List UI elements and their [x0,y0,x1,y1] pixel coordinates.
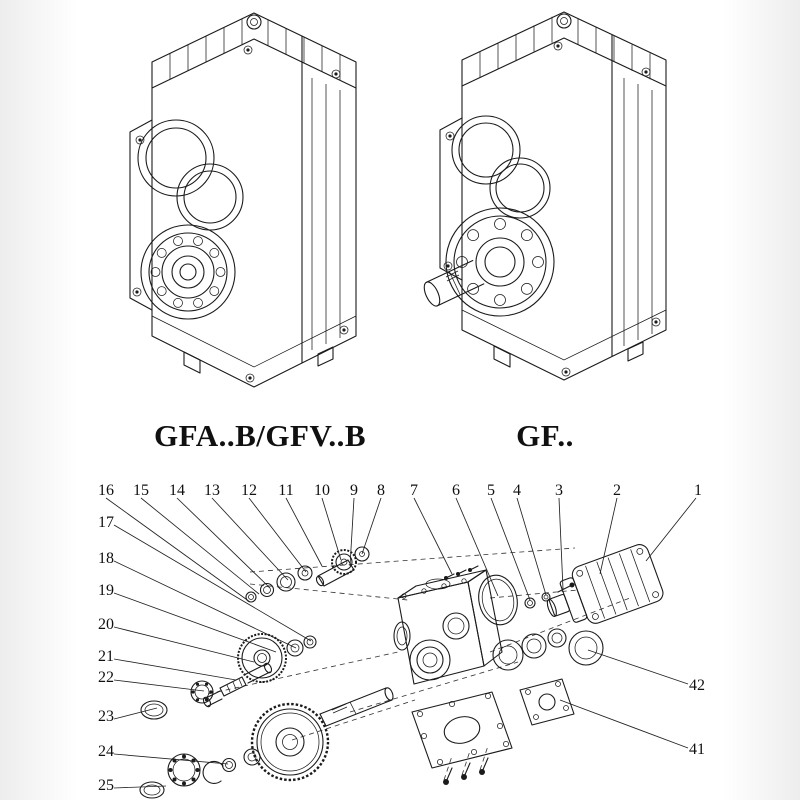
part-screws [443,757,489,785]
cooling-fins-right [479,16,651,80]
part-label-8: 8 [377,482,385,499]
output-flange [445,207,555,317]
part-label-21: 21 [98,648,114,665]
part-label-1: 1 [694,482,702,499]
leader-lines [105,497,697,789]
part-oil-seal-upper [140,700,168,720]
part-label-5: 5 [487,482,495,499]
part-label-20: 20 [98,616,114,633]
part-label-42: 42 [689,677,705,694]
part-label-16: 16 [98,482,114,499]
part-label-3: 3 [555,482,563,499]
part-oil-seal-lower [139,781,165,799]
part-bearing-small [190,680,214,704]
bolt-holes-left [132,45,349,383]
part-label-23: 23 [98,708,114,725]
part-label-2: 2 [613,482,621,499]
part-intermediate-gear-cluster [237,633,317,683]
model-caption-right: GF.. [516,418,574,453]
part-gasket [411,691,513,769]
part-label-10: 10 [314,482,330,499]
model-caption-left: GFA..B/GFV..B [153,418,367,453]
part-housing [393,569,503,685]
part-label-11: 11 [278,482,294,499]
cooling-fins-left [169,18,341,81]
part-label-13: 13 [204,482,220,499]
part-bearing-large [167,753,201,787]
exploded-assembly-diagram [105,497,697,799]
assembly-axis-lines [207,547,631,781]
part-input-shaft-cluster [245,546,370,603]
part-output-shaft-exploded [319,687,394,727]
part-label-12: 12 [241,482,257,499]
part-label-7: 7 [410,482,418,499]
part-circlip [202,760,224,784]
part-label-18: 18 [98,550,114,567]
part-label-15: 15 [133,482,149,499]
side-ribs-right [623,78,653,346]
part-fasteners [444,565,575,609]
part-label-19: 19 [98,582,114,599]
output-shaft [423,259,485,307]
part-output-gear [250,702,330,782]
bolt-holes-right [443,41,661,377]
part-label-24: 24 [98,743,114,760]
part-oring [478,574,518,626]
part-label-6: 6 [452,482,460,499]
part-label-4: 4 [513,482,521,499]
gearbox-isometric-left [129,12,357,388]
ball-bearing-face [140,224,236,320]
part-label-25: 25 [98,777,114,794]
part-end-cover [519,678,575,726]
part-label-17: 17 [98,514,114,531]
part-label-22: 22 [98,669,114,686]
side-ribs-left [311,78,341,350]
part-label-9: 9 [350,482,358,499]
part-pinion-shaft [202,662,273,708]
part-motor-adapter [546,544,664,624]
part-label-41: 41 [689,741,705,758]
part-label-14: 14 [169,482,185,499]
part-seal-rings [492,628,604,671]
gearbox-isometric-right [423,11,667,381]
